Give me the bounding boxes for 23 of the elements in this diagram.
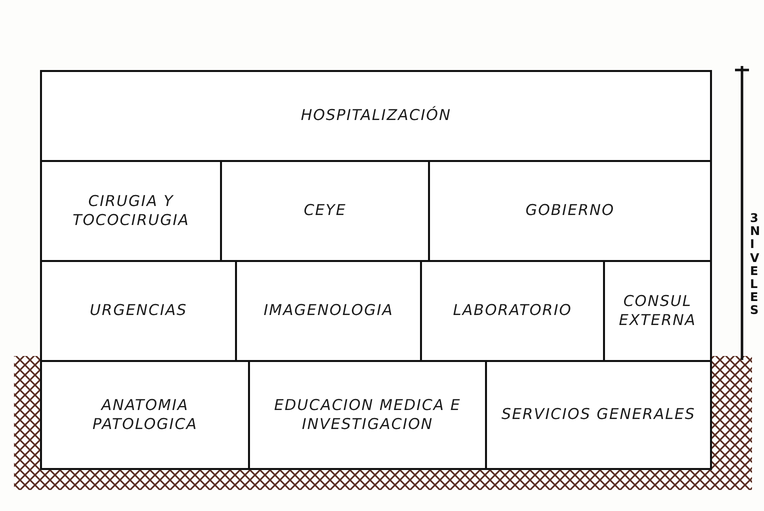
room-label: CONSUL EXTERNA xyxy=(618,292,698,330)
level-count-label: 3 NIVELES xyxy=(750,212,762,318)
room-label: CIRUGIA Y TOCOCIRUGIA xyxy=(72,192,190,230)
room-label: LABORATORIO xyxy=(453,301,572,321)
room-label: GOBIERNO xyxy=(525,201,615,221)
room-box xyxy=(603,260,712,362)
room-box xyxy=(40,160,222,262)
room-box xyxy=(485,360,712,470)
room-label: IMAGENOLOGIA xyxy=(264,301,394,321)
room-box xyxy=(248,360,487,470)
room-label: ANATOMIA PATOLOGICA xyxy=(92,396,198,434)
room-box xyxy=(40,360,250,470)
room-box xyxy=(40,70,712,162)
room-label: CEYE xyxy=(304,201,346,221)
room-label: HOSPITALIZACIÓN xyxy=(300,106,452,126)
room-box xyxy=(420,260,605,362)
room-label: SERVICIOS GENERALES xyxy=(502,405,696,425)
room-label: EDUCACION MEDICA E INVESTIGACION xyxy=(273,396,462,434)
room-box xyxy=(235,260,422,362)
room-box xyxy=(220,160,430,262)
room-label: URGENCIAS xyxy=(90,301,188,321)
room-box xyxy=(40,260,237,362)
room-box xyxy=(428,160,712,262)
